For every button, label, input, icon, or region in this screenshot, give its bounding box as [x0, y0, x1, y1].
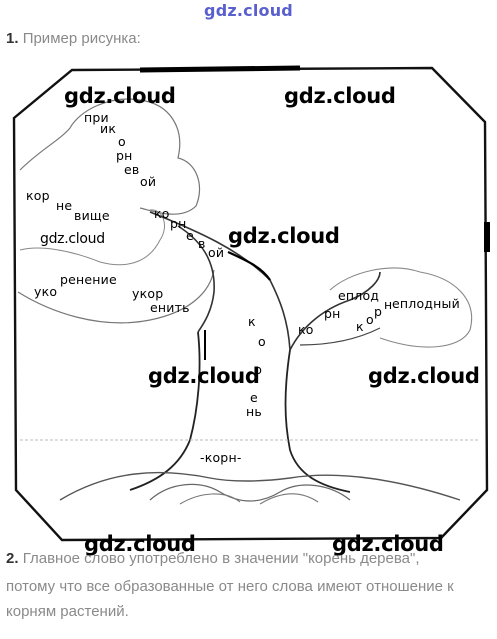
- tree-word: -корн-: [200, 450, 242, 465]
- tree-word: ренение: [60, 272, 117, 287]
- tree-word: о: [118, 134, 126, 149]
- task-2-line-2: потому что все образованные от него слов…: [6, 578, 454, 595]
- tree-word: не: [56, 198, 73, 213]
- tree-word: о: [258, 334, 266, 349]
- task-2-line-1: 2. Главное слово употреблено в значении …: [6, 550, 420, 567]
- tree-word: еплодный: [392, 296, 460, 311]
- watermark: gdz.cloud: [40, 231, 105, 247]
- task-1-number: 1.: [6, 30, 19, 47]
- tree-word: при: [84, 110, 109, 125]
- tree-word: р: [254, 362, 263, 377]
- tree-trunk-right: [284, 349, 351, 493]
- tree-word: енить: [150, 300, 190, 315]
- tree-word: кор: [26, 188, 50, 203]
- watermark: gdz.cloud: [284, 84, 396, 108]
- watermark: gdz.cloud: [368, 364, 480, 388]
- tree-crown-left: [19, 98, 201, 215]
- tree-word: ой: [140, 174, 157, 189]
- tree-word: н: [384, 297, 393, 312]
- tree-word: вище: [74, 208, 110, 223]
- tree-word: к: [248, 314, 256, 329]
- task-2-line-3: корням растений.: [6, 603, 129, 620]
- tree-word: нь: [246, 404, 262, 419]
- tree-word: рн: [116, 148, 133, 163]
- site-header-logo[interactable]: gdz.cloud: [204, 1, 293, 20]
- tree-word: рн: [170, 216, 187, 231]
- tree-drawing: [12, 65, 490, 542]
- tree-word: уко: [34, 284, 58, 299]
- tree-word: е: [250, 390, 258, 405]
- tree-word: ой: [208, 245, 225, 260]
- tree-word: рн: [324, 306, 341, 321]
- tree-word: о: [366, 312, 374, 327]
- roots: [59, 471, 461, 501]
- watermark: gdz.cloud: [148, 364, 260, 388]
- tree-word: укор: [132, 286, 164, 301]
- frame-top-thick: [139, 65, 301, 73]
- tree-word: в: [198, 236, 206, 251]
- watermark: gdz.cloud: [228, 224, 340, 248]
- tree-word: ев: [124, 162, 140, 177]
- watermark: gdz.cloud: [64, 84, 176, 108]
- task-2-number: 2.: [6, 550, 19, 567]
- tree-word: е: [186, 228, 194, 243]
- tree-crown-right: [329, 267, 473, 348]
- tree-word: ик: [100, 121, 117, 136]
- watermark: gdz.cloud: [332, 532, 444, 556]
- tree-trunk-left: [129, 331, 201, 491]
- watermark: gdz.cloud: [84, 532, 196, 556]
- task-2-text-1: Главное слово употреблено в значении "ко…: [22, 550, 420, 567]
- tree-word: ко: [298, 322, 314, 337]
- task-1-line: 1. Пример рисунка:: [6, 30, 141, 47]
- task-1-text: Пример рисунка:: [22, 30, 141, 47]
- tree-word: к: [356, 319, 364, 334]
- drawing-frame: [12, 66, 489, 542]
- tree-word: ко: [154, 206, 170, 221]
- tree-word: р: [374, 304, 383, 319]
- tree-word: еплод: [338, 288, 380, 303]
